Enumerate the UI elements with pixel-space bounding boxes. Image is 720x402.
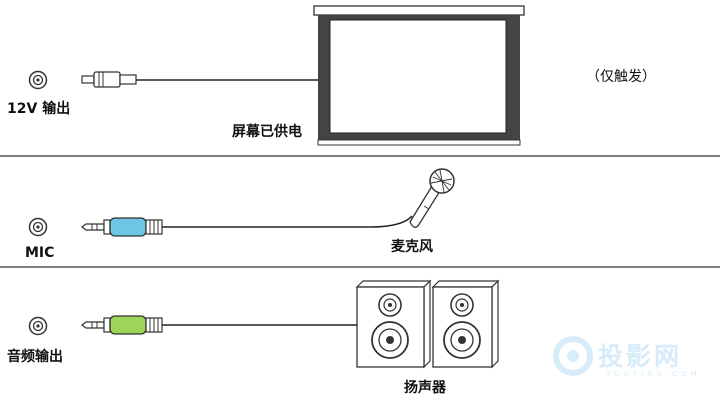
projection-screen-icon [313, 5, 525, 146]
speaker-icon [431, 279, 500, 369]
port-icon [28, 217, 48, 237]
speaker-icon [355, 279, 432, 369]
device-label: 麦克风 [391, 239, 433, 255]
watermark-text: 投影网 [598, 342, 683, 371]
port-label: 12V 输出 [7, 101, 71, 117]
device-label: 屏幕已供电 [232, 124, 302, 140]
watermark-logo-icon [553, 336, 593, 376]
watermark-subtext: TOUYING.COM [606, 370, 701, 378]
port-label: 音频输出 [7, 349, 63, 365]
port-icon [28, 70, 48, 90]
cable-mic [162, 215, 413, 228]
microphone-icon [409, 168, 455, 228]
trigger-note: （仅触发） [586, 69, 656, 85]
dc-plug-icon [81, 71, 137, 88]
port-label: MIC [25, 245, 55, 261]
audio-plug-icon [81, 315, 163, 335]
device-label: 扬声器 [404, 380, 446, 396]
port-icon [28, 316, 48, 336]
audio-plug-icon [81, 217, 163, 237]
